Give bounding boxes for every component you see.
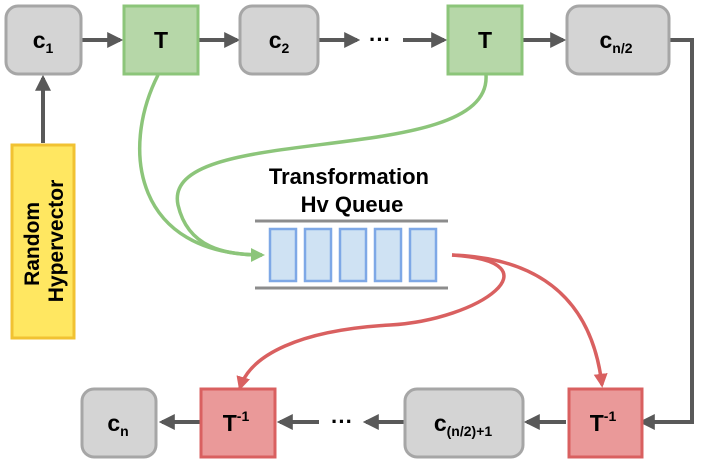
node-t2: T (446, 4, 524, 76)
random-hv-line1: Random (21, 202, 44, 286)
node-random-hypervector: Random Hypervector (10, 143, 76, 340)
svg-text:cn: cn (107, 410, 128, 439)
random-hv-line2: Hypervector (45, 180, 68, 303)
queue-slot (268, 227, 298, 283)
tinv-right-sup: -1 (604, 408, 617, 424)
tinv-right-main: T (590, 410, 604, 436)
c1-sub: 1 (46, 40, 54, 56)
queue-slot (303, 227, 333, 283)
node-cn2: cn/2 (565, 4, 671, 76)
cn-main: c (107, 410, 120, 436)
red-curve-to-tinv-left (236, 253, 506, 391)
svg-text:Random Hypervector: Random Hypervector (21, 180, 68, 303)
cn-sub: n (120, 423, 129, 439)
green-arrows (138, 74, 488, 262)
cn2-sub: n/2 (612, 40, 632, 56)
node-c2: c2 (238, 4, 320, 76)
c2-sub: 2 (282, 40, 290, 56)
red-arrows (236, 253, 608, 391)
queue-title-line1: Transformation (269, 164, 429, 189)
arrow-cn2-to-tinv-right (638, 38, 694, 430)
c1-main: c (33, 27, 46, 53)
red-curve-to-tinv-right (451, 253, 608, 388)
svg-text:c2: c2 (269, 27, 290, 56)
cn2p1-main: c (434, 410, 447, 436)
queue-title-line2: Hv Queue (301, 192, 404, 217)
node-tinv-left: T-1 (199, 387, 277, 459)
queue-slot (338, 227, 368, 283)
cn2-main: c (599, 27, 612, 53)
svg-text:T-1: T-1 (590, 408, 617, 436)
node-t1: T (122, 4, 200, 76)
tinv-left-main: T (223, 410, 237, 436)
node-c1: c1 (4, 4, 83, 76)
node-cn: cn (80, 387, 158, 459)
queue-slot (408, 227, 438, 283)
svg-text:c(n/2)+1: c(n/2)+1 (434, 410, 493, 439)
t2-label: T (478, 27, 492, 53)
t1-label: T (154, 27, 168, 53)
dots-top: ··· (369, 27, 391, 52)
green-curve-t1 (138, 74, 265, 262)
svg-text:T-1: T-1 (223, 408, 250, 436)
dark-arrows (35, 32, 694, 430)
node-cn2p1: c(n/2)+1 (403, 387, 525, 459)
svg-text:c1: c1 (33, 27, 54, 56)
c2-main: c (269, 27, 282, 53)
svg-text:Transformation Hv Queue: Transformation Hv Queue (269, 164, 435, 217)
svg-text:cn/2: cn/2 (599, 27, 632, 56)
node-tinv-right: T-1 (567, 387, 644, 459)
transformation-queue: Transformation Hv Queue (255, 164, 448, 290)
green-curve-t2 (175, 74, 488, 262)
cn2p1-sub: (n/2)+1 (447, 423, 493, 439)
queue-slot (373, 227, 403, 283)
tinv-left-sup: -1 (237, 408, 250, 424)
dots-bottom: ··· (331, 409, 353, 434)
queue-slots (268, 227, 438, 283)
